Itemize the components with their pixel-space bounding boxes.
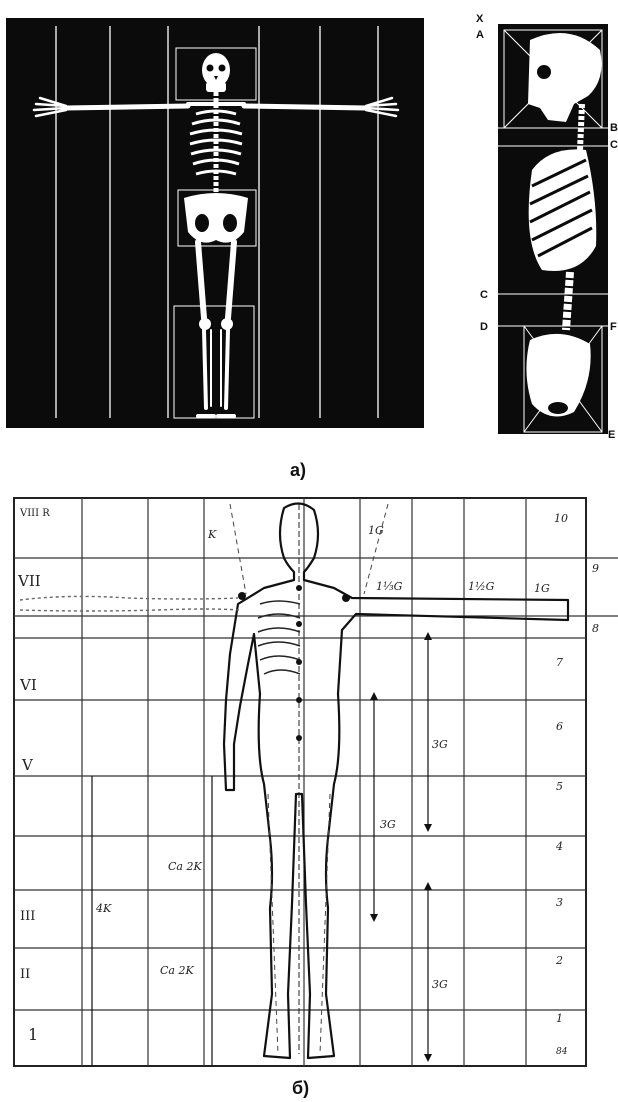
annotation-1g-top: 1G xyxy=(368,524,384,537)
row-number-9: 9 xyxy=(592,562,599,575)
label-b: B xyxy=(610,122,618,134)
row-label-i: 1 xyxy=(28,1025,38,1044)
annotation-3g-middle: 3G xyxy=(380,818,396,831)
row-number-7: 7 xyxy=(556,656,563,669)
label-x: X xyxy=(476,13,484,25)
skeleton-front-panel xyxy=(6,18,424,428)
row-label-viii: VIII R xyxy=(19,508,50,519)
row-number-1: 1 xyxy=(556,1012,563,1025)
annotation-3g-lower: 3G xyxy=(432,978,448,991)
row-number-8: 8 xyxy=(592,622,599,635)
row-label-iii: III xyxy=(20,909,35,924)
row-label-ii: II xyxy=(20,967,30,982)
proportion-grid-panel: VIII R VII VI V III II 1 10 9 8 7 6 5 4 … xyxy=(8,494,618,1074)
skeleton-front-drawing xyxy=(6,18,424,428)
corner-mark: 84 xyxy=(556,1047,568,1057)
row-number-2: 2 xyxy=(555,954,563,967)
annotation-ca2k-upper: Ca 2K xyxy=(168,860,202,873)
annotation-1-third-g: 1⅓G xyxy=(376,580,403,593)
annotation-k: K xyxy=(207,528,217,541)
annotation-3g-upper: 3G xyxy=(432,738,448,751)
proportion-grid-drawing: VIII R VII VI V III II 1 10 9 8 7 6 5 4 … xyxy=(8,494,618,1074)
label-c-right: C xyxy=(610,139,618,151)
row-number-3: 3 xyxy=(556,896,563,909)
row-number-4: 4 xyxy=(555,840,563,853)
annotation-ca2k-lower: Ca 2K xyxy=(160,964,194,977)
label-e: E xyxy=(608,429,615,440)
caption-a: а) xyxy=(290,460,306,481)
row-label-vii: VII xyxy=(17,572,41,590)
label-d: D xyxy=(480,321,488,333)
label-c-left: C xyxy=(480,289,488,301)
caption-b: б) xyxy=(292,1078,309,1099)
row-number-10: 10 xyxy=(554,512,568,525)
row-label-vi: VI xyxy=(19,676,37,694)
label-a: A xyxy=(476,29,484,41)
row-label-v: V xyxy=(21,756,34,774)
annotation-1-half-g: 1½G xyxy=(468,580,495,593)
annotation-1g: 1G xyxy=(534,582,550,595)
skeleton-side-panel: X A C D B C F E xyxy=(470,0,618,440)
skeleton-side-drawing: X A C D B C F E xyxy=(470,0,618,440)
annotation-4k: 4K xyxy=(95,902,112,915)
row-number-6: 6 xyxy=(556,720,563,733)
label-f: F xyxy=(610,321,617,333)
row-number-5: 5 xyxy=(556,780,563,793)
